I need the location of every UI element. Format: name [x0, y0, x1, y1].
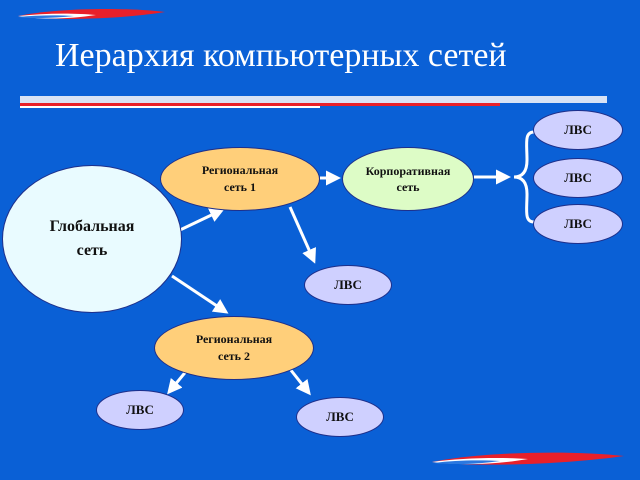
top-left-swoosh — [18, 8, 165, 19]
node-regional-network-2-label: Региональная сеть 2 — [195, 332, 273, 363]
arrow-global-to-regional-1 — [179, 208, 225, 232]
node-lan-regional-2-left: ЛВС — [96, 390, 184, 430]
node-lan-bottom: ЛВС — [533, 204, 623, 244]
node-global-network-label: Глобальная сеть — [49, 218, 135, 259]
node-regional-network-2: Региональная сеть 2 — [154, 316, 314, 380]
bottom-right-swoosh — [432, 452, 624, 465]
node-lan-regional-2-left-label: ЛВС — [126, 402, 154, 417]
node-global-network: Глобальная сеть — [2, 165, 182, 313]
node-lan-regional-2-right-label: ЛВС — [326, 409, 354, 424]
node-lan-regional-1-label: ЛВС — [334, 277, 362, 292]
page-title: Иерархия компьютерных сетей — [55, 37, 507, 74]
node-lan-bottom-label: ЛВС — [564, 216, 592, 231]
node-lan-regional-1: ЛВС — [304, 265, 392, 305]
node-lan-regional-2-right: ЛВС — [296, 397, 384, 437]
node-lan-middle-label: ЛВС — [564, 170, 592, 185]
node-corporate-network: Корпоративная сеть — [342, 147, 474, 211]
node-lan-middle: ЛВС — [533, 158, 623, 198]
node-regional-network-1: Региональная сеть 1 — [160, 147, 320, 211]
arrow-regional-2-to-lan-right — [288, 368, 311, 396]
node-regional-network-1-label: Региональная сеть 1 — [201, 163, 279, 194]
arrow-regional-1-to-lan — [288, 206, 316, 264]
arrow-global-to-regional-2 — [171, 274, 229, 314]
node-lan-top: ЛВС — [533, 110, 623, 150]
lan-bracket — [513, 130, 535, 224]
title-underline — [20, 96, 607, 108]
node-corporate-network-label: Корпоративная сеть — [365, 164, 451, 194]
node-lan-top-label: ЛВС — [564, 122, 592, 137]
